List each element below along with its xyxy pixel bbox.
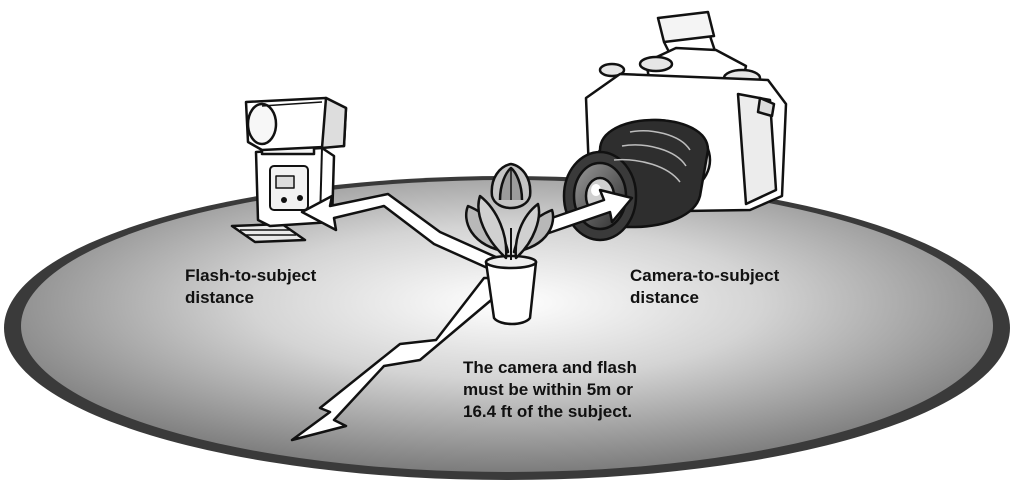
camera-label-line-1: Camera-to-subject (630, 266, 780, 285)
range-note-line-2: must be within 5m or (463, 380, 634, 399)
flash-label-line-1: Flash-to-subject (185, 266, 317, 285)
camera-to-subject-label: Camera-to-subject distance (630, 265, 779, 309)
ground-plane (4, 176, 1010, 480)
flash-label-line-2: distance (185, 288, 254, 307)
range-note-line-1: The camera and flash (463, 358, 637, 377)
range-note-label: The camera and flash must be within 5m o… (463, 357, 637, 423)
range-note-line-3: 16.4 ft of the subject. (463, 402, 633, 421)
subject-plant-icon (465, 162, 555, 326)
flash-unit-icon (230, 96, 348, 244)
flash-to-subject-label: Flash-to-subject distance (185, 265, 316, 309)
camera-label-line-2: distance (630, 288, 699, 307)
